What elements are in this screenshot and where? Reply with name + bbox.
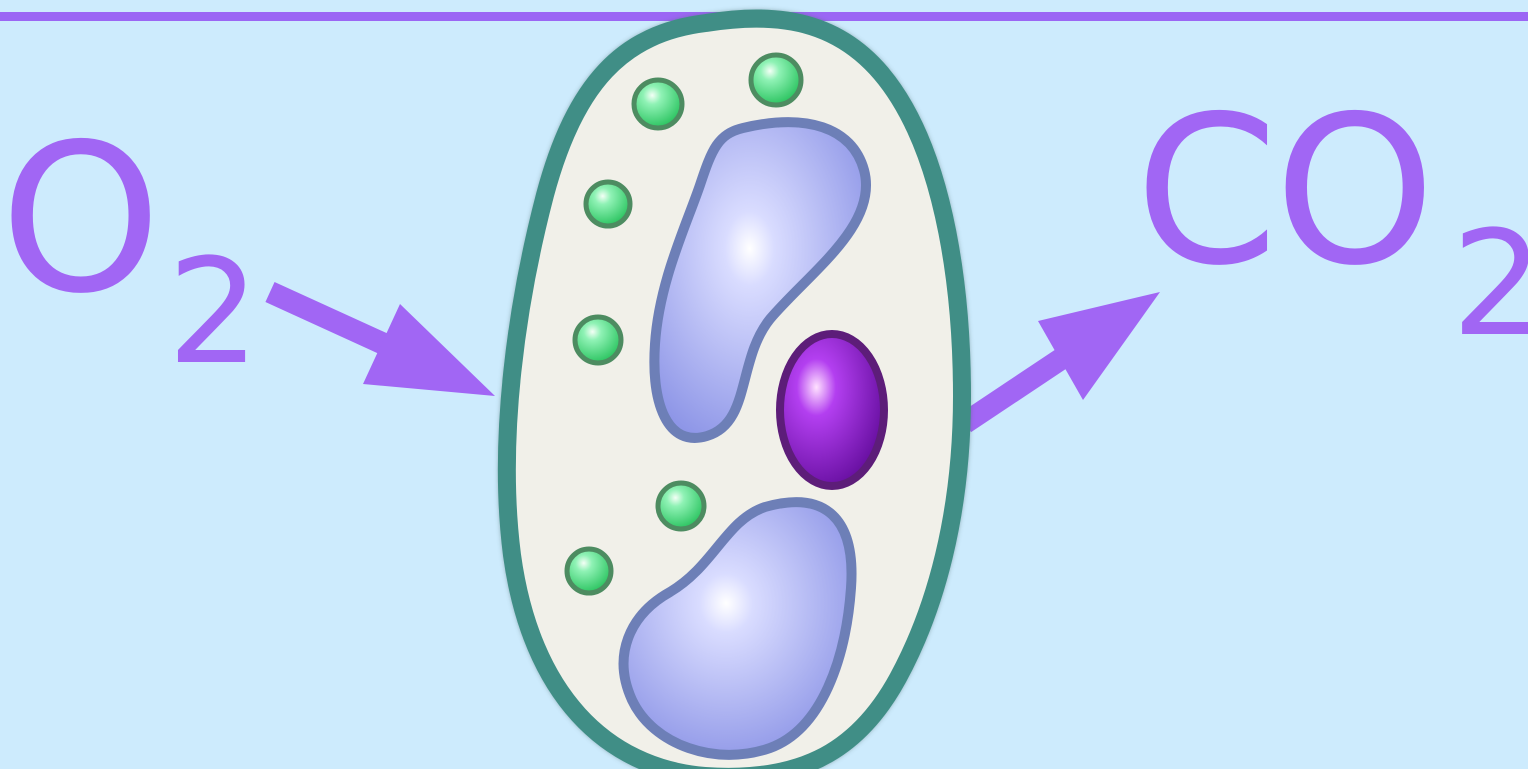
- chloroplast: [658, 483, 704, 529]
- carbon-dioxide-subscript: 2: [1452, 200, 1528, 369]
- nucleus: [780, 334, 884, 486]
- chloroplast: [575, 317, 621, 363]
- chloroplast: [567, 549, 611, 593]
- input-arrow: [270, 292, 495, 396]
- oxygen-main-text: O: [0, 101, 157, 339]
- output-arrow: [965, 292, 1160, 423]
- carbon-dioxide-main-text: CO: [1135, 73, 1432, 311]
- plant-cell: [507, 19, 962, 769]
- oxygen-subscript: 2: [167, 228, 259, 397]
- oxygen-label: O2: [0, 118, 260, 323]
- chloroplast: [634, 80, 682, 128]
- chloroplast: [751, 55, 801, 105]
- chloroplast: [586, 182, 630, 226]
